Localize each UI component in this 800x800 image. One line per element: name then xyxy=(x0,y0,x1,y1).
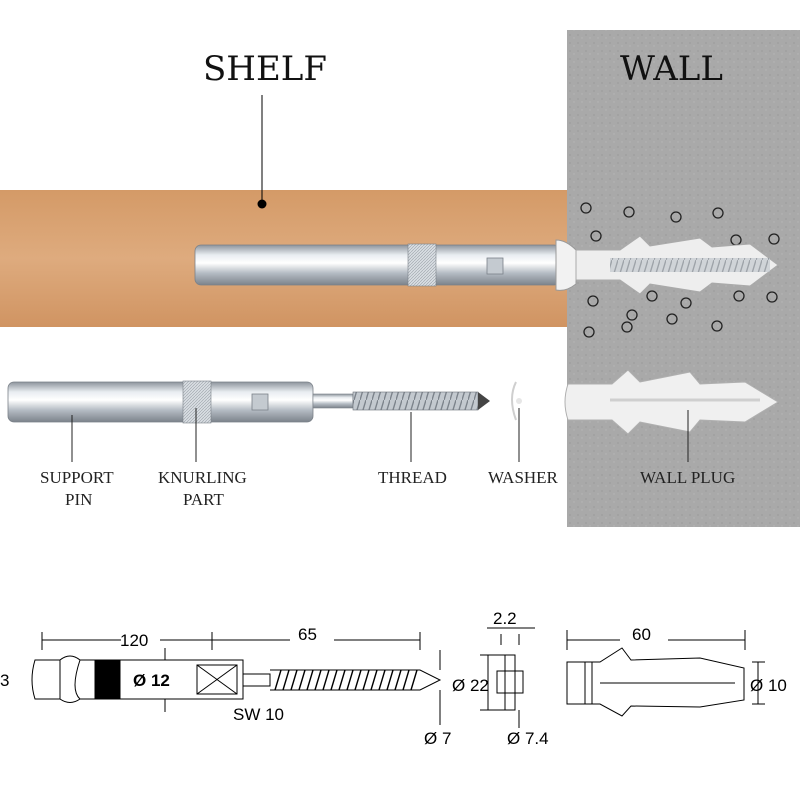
thread-part xyxy=(352,391,490,411)
knurling-part-label-line1: KNURLING xyxy=(158,468,247,487)
dim-washer-outer: Ø 22 xyxy=(452,676,489,695)
thread-label: THREAD xyxy=(378,468,447,487)
washer-part xyxy=(511,381,522,421)
shelf-leader-dot xyxy=(257,199,267,209)
washer-label: WASHER xyxy=(488,468,559,487)
dim-left-cut: 3 xyxy=(0,671,9,690)
wall-drill-holes xyxy=(580,202,780,338)
shelf-title: SHELF xyxy=(203,49,327,89)
dim-wrench-size: SW 10 xyxy=(233,705,284,724)
dim-pin-length: 120 xyxy=(120,631,148,650)
wall-plug-part xyxy=(564,369,779,435)
dim-thread-diameter: Ø 7 xyxy=(424,729,451,748)
wall-title: WALL xyxy=(620,49,723,89)
support-pin-label-line2: PIN xyxy=(65,490,92,509)
dim-pin-diameter: Ø 12 xyxy=(133,671,170,690)
dim-plug-length: 60 xyxy=(632,625,651,644)
support-pin-label-line1: SUPPORT xyxy=(40,468,114,487)
support-pin-part xyxy=(7,380,354,424)
dim-plug-diameter: Ø 10 xyxy=(750,676,787,695)
dim-thread-length: 65 xyxy=(298,625,317,644)
assembled-support-pin xyxy=(194,235,779,295)
part-leader-lines xyxy=(71,408,689,462)
dim-washer-inner: Ø 7.4 xyxy=(507,729,549,748)
technical-drawing xyxy=(31,627,765,728)
knurling-part-label-line2: PART xyxy=(183,490,224,509)
wall-plug-label: WALL PLUG xyxy=(640,468,735,487)
dim-washer-thickness: 2.2 xyxy=(493,609,517,628)
